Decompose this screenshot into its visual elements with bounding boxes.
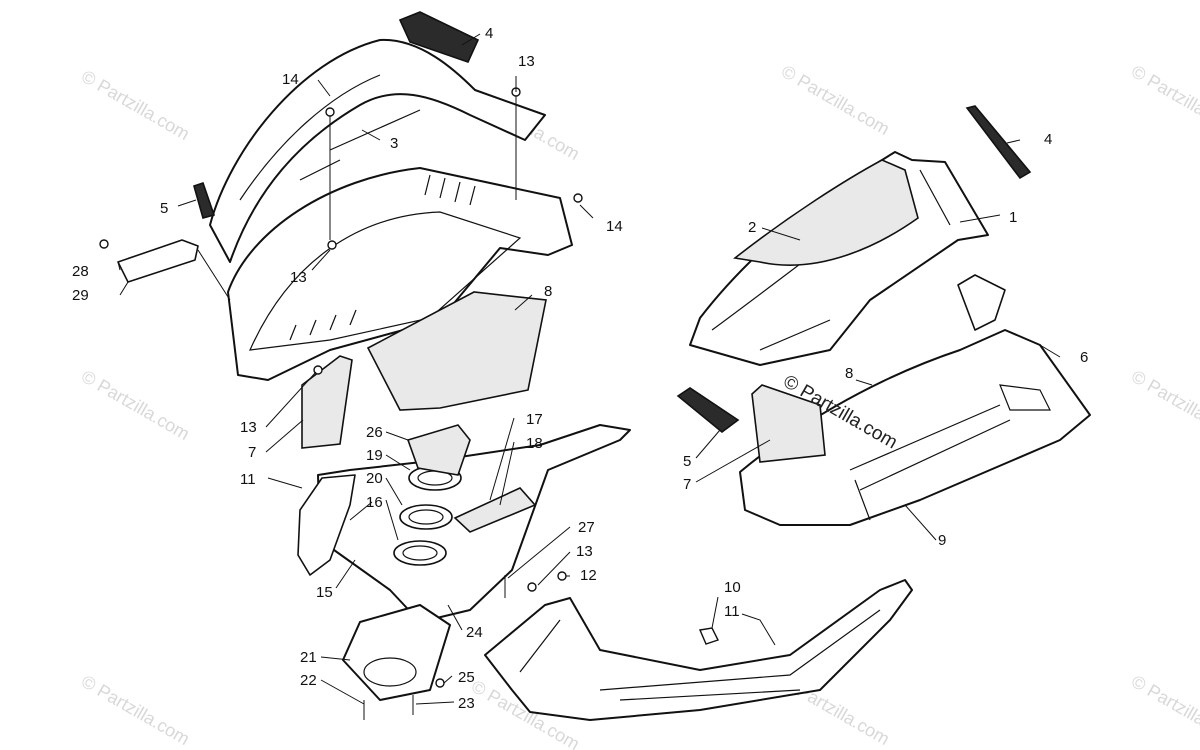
part-20-grommet-lower [393,540,447,566]
leader-lines [117,33,1061,705]
callout-10: 10 [724,579,741,596]
part-11-lower-rail [484,579,913,721]
part-13-nut-lower [527,582,537,592]
part-3-hood-trim [209,38,546,263]
callout-9: 9 [938,532,946,549]
part-10-clip [699,627,719,645]
part-21-duct [342,604,451,701]
watermark: © Partzilla.com [1128,61,1200,139]
part-26-pad [406,424,471,476]
part-21-duct-opening [363,657,417,687]
part-11-rail-detail [519,609,881,701]
callout-25: 25 [458,669,475,686]
callout-4: 4 [1044,131,1052,148]
part-17-strip [453,487,537,533]
part-14-screw-upper [325,107,335,117]
callout-18: 18 [526,435,543,452]
callout-11: 11 [240,471,256,488]
hood-frame-inner [249,211,522,351]
callout-5: 5 [160,200,168,217]
part-20-grommet-inner [408,509,444,525]
callout-7: 7 [248,444,256,461]
callout-28: 28 [72,263,89,280]
part-8-insert-right [751,384,826,463]
callout-13: 13 [518,53,535,70]
callout-11: 11 [724,603,740,620]
callout-26: 26 [366,424,383,441]
callout-24: 24 [466,624,483,641]
callout-4: 4 [485,25,493,42]
part-4-vent-right [965,105,1032,180]
watermark: © Partzilla.com [78,366,193,444]
part-4-vent-left [398,11,480,63]
watermark: © Partzilla.com [78,66,193,144]
callout-17: 17 [526,411,543,428]
callout-2: 2 [748,219,756,236]
hood-frame-left [227,167,573,381]
part-28-screw [99,239,109,249]
part-5-vent-left [193,181,216,219]
part-20-grommet-lower-inner [402,545,438,561]
hood-frame-ribs [289,174,476,341]
part-6-upper-bracket [957,274,1006,331]
callout-22: 22 [300,672,317,689]
callout-14: 14 [606,218,623,235]
part-3-detail [239,74,421,201]
part-7-panel-left [301,355,353,449]
part-2-decal [733,159,919,266]
callout-5: 5 [683,453,691,470]
callout-8: 8 [845,365,853,382]
part-8-insert-left [366,291,547,411]
callout-1: 1 [1009,209,1017,226]
callout-27: 27 [578,519,595,536]
callout-23: 23 [458,695,475,712]
callout-15: 15 [316,584,333,601]
watermark: © Partzilla.com [78,671,193,749]
callout-29: 29 [72,287,89,304]
callout-16: 16 [366,494,383,511]
callout-21: 21 [300,649,317,666]
part-25-clip [435,678,445,688]
part-5-vent-right [676,387,740,434]
callout-19: 19 [366,447,383,464]
callout-13: 13 [576,543,593,560]
callout-8: 8 [544,283,552,300]
callout-13: 13 [240,419,257,436]
part-20-grommet [399,504,453,530]
callout-13: 13 [290,269,307,286]
callout-14: 14 [282,71,299,88]
callout-6: 6 [1080,349,1088,366]
watermark: © Partzilla.com [1128,366,1200,444]
part-6-side-detail [849,384,1051,521]
callout-7: 7 [683,476,691,493]
part-11-side-left [297,474,356,576]
callout-3: 3 [390,135,398,152]
callout-labels: 1 2 3 4 4 5 5 6 7 7 8 8 9 10 11 11 12 13… [72,25,1088,712]
callout-12: 12 [580,567,597,584]
watermark: © Partzilla.com [778,61,893,139]
part-14-screw-right [573,193,583,203]
callout-20: 20 [366,470,383,487]
watermark: © Partzilla.com [1128,671,1200,749]
part-12-screw [557,571,567,581]
part-13-nut-mid [327,240,337,250]
part-29-bracket [117,239,199,283]
